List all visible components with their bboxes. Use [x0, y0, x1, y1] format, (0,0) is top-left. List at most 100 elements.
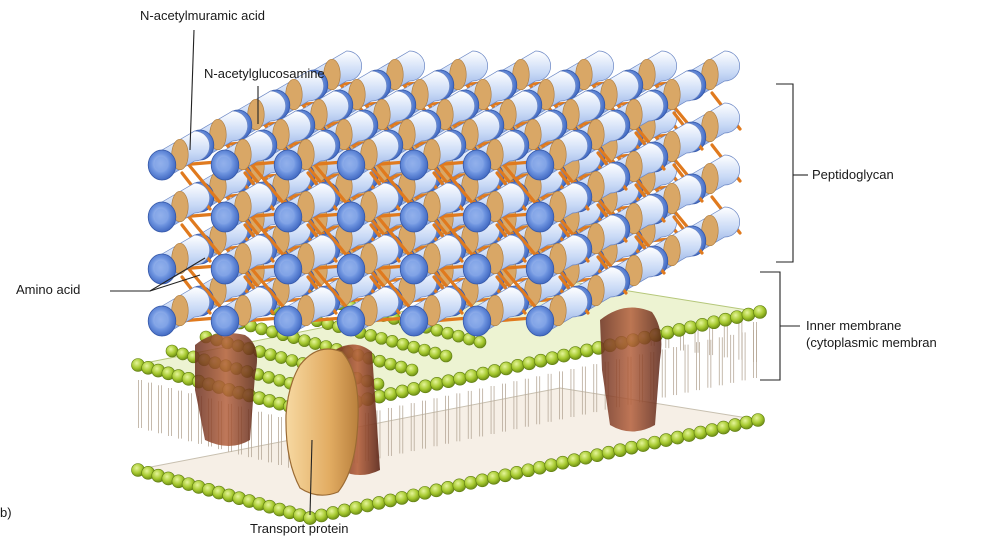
end-cap-highlight	[280, 157, 294, 172]
end-cap-highlight	[154, 157, 168, 172]
lipid-head	[684, 321, 697, 334]
lipid-head	[477, 367, 490, 380]
label-n-acetylmuramic-acid: N-acetylmuramic acid	[140, 8, 265, 24]
end-cap-highlight	[532, 261, 546, 276]
lipid-head	[671, 431, 684, 444]
end-cap-highlight	[406, 261, 420, 276]
lipid-head	[265, 349, 277, 361]
end-cap-highlight	[532, 157, 546, 172]
lipid-head	[407, 489, 420, 502]
left-embedded-protein	[195, 333, 257, 446]
lipid-head	[717, 421, 730, 434]
end-cap-highlight	[280, 209, 294, 224]
lipid-head	[397, 338, 409, 350]
lipid-head	[395, 491, 408, 504]
lipid-head	[385, 358, 397, 370]
end-cap-highlight	[280, 313, 294, 328]
lipid-head	[299, 335, 311, 347]
lipid-head	[557, 349, 570, 362]
end-cap-highlight	[406, 157, 420, 172]
lipid-head	[166, 345, 178, 357]
lipid-head	[374, 355, 386, 367]
lipid-head	[453, 330, 465, 342]
lipid-head	[384, 388, 397, 401]
label-peptidoglycan: Peptidoglycan	[812, 167, 894, 183]
glycan-strand	[148, 183, 209, 232]
lipid-head	[365, 329, 377, 341]
end-cap-highlight	[343, 209, 357, 224]
end-cap-highlight	[532, 209, 546, 224]
lipid-head	[545, 459, 558, 472]
label-panel-b: b)	[0, 505, 12, 521]
lipid-head	[752, 414, 765, 427]
lipid-head	[286, 355, 298, 367]
lipid-head	[569, 347, 582, 360]
lipid-head	[453, 479, 466, 492]
label-n-acetylglucosamine: N-acetylglucosamine	[204, 66, 325, 82]
end-cap-highlight	[343, 313, 357, 328]
end-cap-highlight	[469, 157, 483, 172]
lipid-head	[376, 332, 388, 344]
end-cap-highlight	[406, 209, 420, 224]
label-transport-protein: Transport protein	[250, 521, 349, 537]
bracket-peptidoglycan	[776, 84, 793, 262]
end-cap-highlight	[343, 261, 357, 276]
end-cap-highlight	[217, 157, 231, 172]
glycan-strand	[148, 235, 209, 284]
lipid-head	[474, 336, 486, 348]
lipid-head	[719, 313, 732, 326]
lipid-head	[256, 323, 268, 335]
right-embedded-protein	[600, 308, 661, 432]
lipid-head	[661, 326, 674, 339]
lipid-head	[742, 308, 755, 321]
lipid-head	[614, 444, 627, 457]
glycan-strand	[148, 287, 209, 336]
lipid-head	[418, 486, 431, 499]
end-cap-highlight	[469, 209, 483, 224]
lipid-head	[556, 456, 569, 469]
lipid-head	[499, 469, 512, 482]
lipid-head	[694, 426, 707, 439]
lipid-head	[487, 471, 500, 484]
transport-protein-shape	[286, 349, 358, 495]
lipid-head	[430, 377, 443, 390]
lipid-head	[442, 327, 454, 339]
lipid-head	[534, 354, 547, 367]
lipid-head	[591, 449, 604, 462]
lipid-head	[730, 311, 743, 324]
lipid-head	[407, 382, 420, 395]
lipid-head	[384, 494, 397, 507]
lipid-head	[419, 380, 432, 393]
lipid-head	[476, 474, 489, 487]
lipid-head	[660, 434, 673, 447]
end-cap-highlight	[217, 313, 231, 328]
lipid-head	[568, 454, 581, 467]
lipid-head	[338, 504, 351, 517]
lipid-head	[396, 385, 409, 398]
peptidoglycan-lattice	[148, 51, 740, 336]
lipid-head	[274, 374, 286, 386]
end-cap-highlight	[217, 209, 231, 224]
lipid-head	[706, 424, 719, 437]
lipid-head	[372, 496, 385, 509]
label-amino-acid: Amino acid	[16, 282, 80, 298]
lipid-head	[464, 476, 477, 489]
end-cap-highlight	[280, 261, 294, 276]
lipid-head	[441, 481, 454, 494]
lipid-head	[263, 371, 275, 383]
lipid-head	[349, 501, 362, 514]
lipid-head	[177, 348, 189, 360]
lipid-head	[500, 362, 513, 375]
lipid-head	[454, 372, 467, 385]
end-cap-highlight	[469, 261, 483, 276]
lipid-head	[326, 506, 339, 519]
lipid-head	[406, 364, 418, 376]
lipid-head	[637, 439, 650, 452]
end-cap-highlight	[532, 313, 546, 328]
lipid-head	[648, 436, 661, 449]
lipid-head	[429, 347, 441, 359]
lipid-head	[683, 429, 696, 442]
lipid-head	[386, 335, 398, 347]
lipid-head	[440, 350, 452, 362]
